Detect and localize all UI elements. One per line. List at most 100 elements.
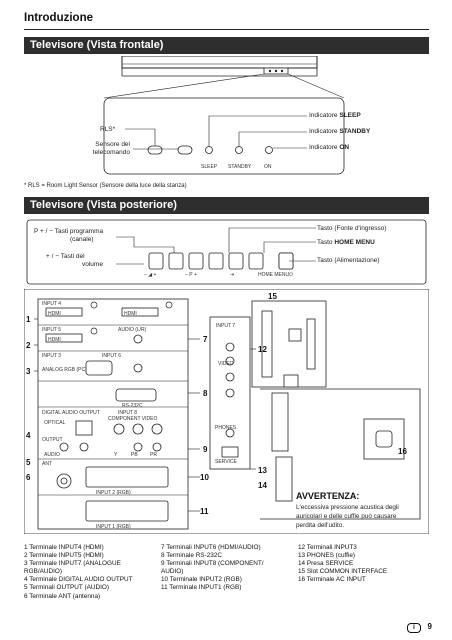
label-hdmi-3: HDMI [124, 311, 137, 317]
callout-6: 6 [26, 473, 31, 482]
vol-label-2: volume [82, 261, 103, 268]
legend-item: 2 Terminale INPUT5 (HDMI) [24, 552, 104, 560]
label-input5: INPUT 5 [42, 327, 62, 333]
btn-p-text: − P + [185, 272, 197, 278]
rear-view-title: Televisore (Vista posteriore) [24, 197, 429, 214]
sensor-label-1: Sensore del [95, 141, 130, 148]
btn-input-text: ⇥ [230, 272, 235, 278]
callout-1: 1 [26, 315, 31, 324]
label-optical: OPTICAL [44, 420, 66, 426]
legend-item: RGB/AUDIO) [24, 568, 62, 576]
label-input7: INPUT 7 [216, 323, 236, 329]
sleep-led-icon [205, 146, 213, 154]
warning-line-1: L'eccessiva pressione acustica degli [296, 504, 399, 511]
indicator-standby-label: Indicatore STANDBY [309, 128, 371, 135]
remote-sensor-icon [177, 145, 193, 155]
label-input4: INPUT 4 [42, 301, 62, 307]
legend-item: 14 Presa SERVICE [298, 560, 354, 568]
legend-item: 9 Terminali INPUT8 (COMPONENT/ [161, 560, 264, 568]
callout-10: 10 [200, 473, 209, 482]
btn-menu-text: HOME MENU [258, 272, 290, 278]
callout-8: 8 [203, 389, 208, 398]
callout-5: 5 [26, 458, 31, 467]
rear-panel-diagram [24, 289, 429, 534]
label-phones: PHONES [215, 425, 237, 431]
label-ant: ANT [42, 461, 52, 467]
legend-item: 15 Slot COMMON INTERFACE [298, 568, 388, 576]
label-input2: INPUT 2 (RGB) [96, 490, 131, 496]
legend-item: AUDIO) [161, 568, 184, 576]
callout-3: 3 [26, 367, 31, 376]
page-number: 9 [427, 622, 432, 631]
home-menu-label: Tasto HOME MENU [317, 239, 375, 246]
callout-14: 14 [258, 481, 267, 490]
btn-power-text: ⏻ [289, 272, 293, 278]
language-badge: I [407, 623, 421, 633]
prog-label-1: P + / − Tasti programma [34, 228, 104, 235]
legend-item: 11 Terminale INPUT1 (RGB) [161, 584, 242, 592]
legend-item: 7 Terminali INPUT6 (HDMI/AUDIO) [161, 544, 261, 551]
label-digital-output: DIGITAL AUDIO OUTPUT [42, 410, 100, 416]
sensor-label-2: telecomando [92, 149, 130, 156]
led-on-text: ON [264, 164, 272, 170]
label-analog-rgb: ANALOG RGB (PC) [42, 367, 87, 373]
warning-line-3: perdita dell'udito. [296, 522, 345, 529]
legend-col-1: 1 Terminale INPUT4 (HDMI) 2 Terminale IN… [24, 544, 133, 601]
callout-4: 4 [26, 431, 31, 440]
label-pr: PR [150, 452, 157, 458]
on-led-icon [265, 146, 273, 154]
callout-15: 15 [268, 292, 277, 301]
callout-13: 13 [258, 466, 267, 475]
vol-label-1: + / − Tasti del [46, 253, 85, 260]
front-view-diagram [103, 56, 345, 175]
led-standby-text: STANDBY [228, 164, 252, 170]
page-title: Introduzione [24, 12, 93, 24]
legend-item: 12 Terminali INPUT3 [298, 544, 357, 551]
label-y: Y [114, 452, 118, 458]
label-audio-lr: AUDIO (L/R) [118, 327, 147, 333]
power-button-label: Tasto (Alimentazione) [317, 257, 380, 264]
label-input6: INPUT 6 [102, 353, 122, 359]
divider [24, 29, 429, 30]
rear-buttons-diagram [26, 219, 427, 285]
legend-item: 6 Terminale ANT (antenna) [24, 592, 101, 600]
rls-sensor-icon [147, 145, 163, 155]
callout-16: 16 [398, 447, 407, 456]
prog-label-2: (canale) [70, 236, 94, 243]
label-rs232c: RS-232C [122, 403, 143, 409]
btn-vol-text: − ◢ + [144, 272, 157, 278]
warning-title: AVVERTENZA: [296, 491, 360, 501]
warning-line-2: auricolari e delle cuffie può causare [296, 513, 397, 520]
legend-item: 4 Terminale DIGITAL AUDIO OUTPUT [24, 576, 133, 584]
rls-label: RLS* [100, 126, 116, 133]
callout-7: 7 [203, 335, 208, 344]
legend-col-3: 12 Terminali INPUT3 13 PHONES (cuffie) 1… [298, 544, 387, 584]
legend-item: 5 Terminali OUTPUT (AUDIO) [24, 584, 109, 592]
indicator-on-label: Indicatore ON [309, 144, 350, 151]
callout-12: 12 [258, 345, 267, 354]
input-button-label: Tasto (Fonte d'ingresso) [317, 225, 387, 232]
legend-item: 3 Terminale INPUT7 (ANALOGUE [24, 560, 121, 568]
label-input1: INPUT 1 (RGB) [96, 524, 131, 530]
legend-item: 16 Terminale AC INPUT [298, 576, 366, 584]
legend-item: 1 Terminale INPUT4 (HDMI) [24, 544, 104, 551]
label-audio: AUDIO [44, 452, 60, 458]
legend-item: 13 PHONES (cuffie) [298, 552, 356, 560]
front-view-title: Televisore (Vista frontale) [24, 37, 429, 54]
label-pb: PB [131, 452, 138, 458]
standby-led-icon [235, 146, 243, 154]
label-input3: INPUT 3 [42, 353, 62, 359]
label-output: OUTPUT [42, 437, 63, 443]
footnote: * RLS = Room Light Sensor (Sensore della… [24, 183, 187, 189]
label-hdmi-1: HDMI [48, 311, 61, 317]
indicator-sleep-label: Indicatore SLEEP [309, 112, 361, 119]
label-hdmi-2: HDMI [48, 337, 61, 343]
led-sleep-text: SLEEP [201, 164, 218, 170]
label-component: COMPONENT VIDEO [108, 416, 158, 422]
legend-col-2: 7 Terminali INPUT6 (HDMI/AUDIO) 8 Termin… [161, 544, 264, 593]
legend-item: 10 Terminale INPUT2 (RGB) [161, 576, 242, 584]
callout-9: 9 [203, 445, 208, 454]
label-input8: INPUT 8 [118, 410, 138, 416]
label-video: VIDEO [218, 361, 234, 367]
label-service: SERVICE [215, 459, 237, 465]
